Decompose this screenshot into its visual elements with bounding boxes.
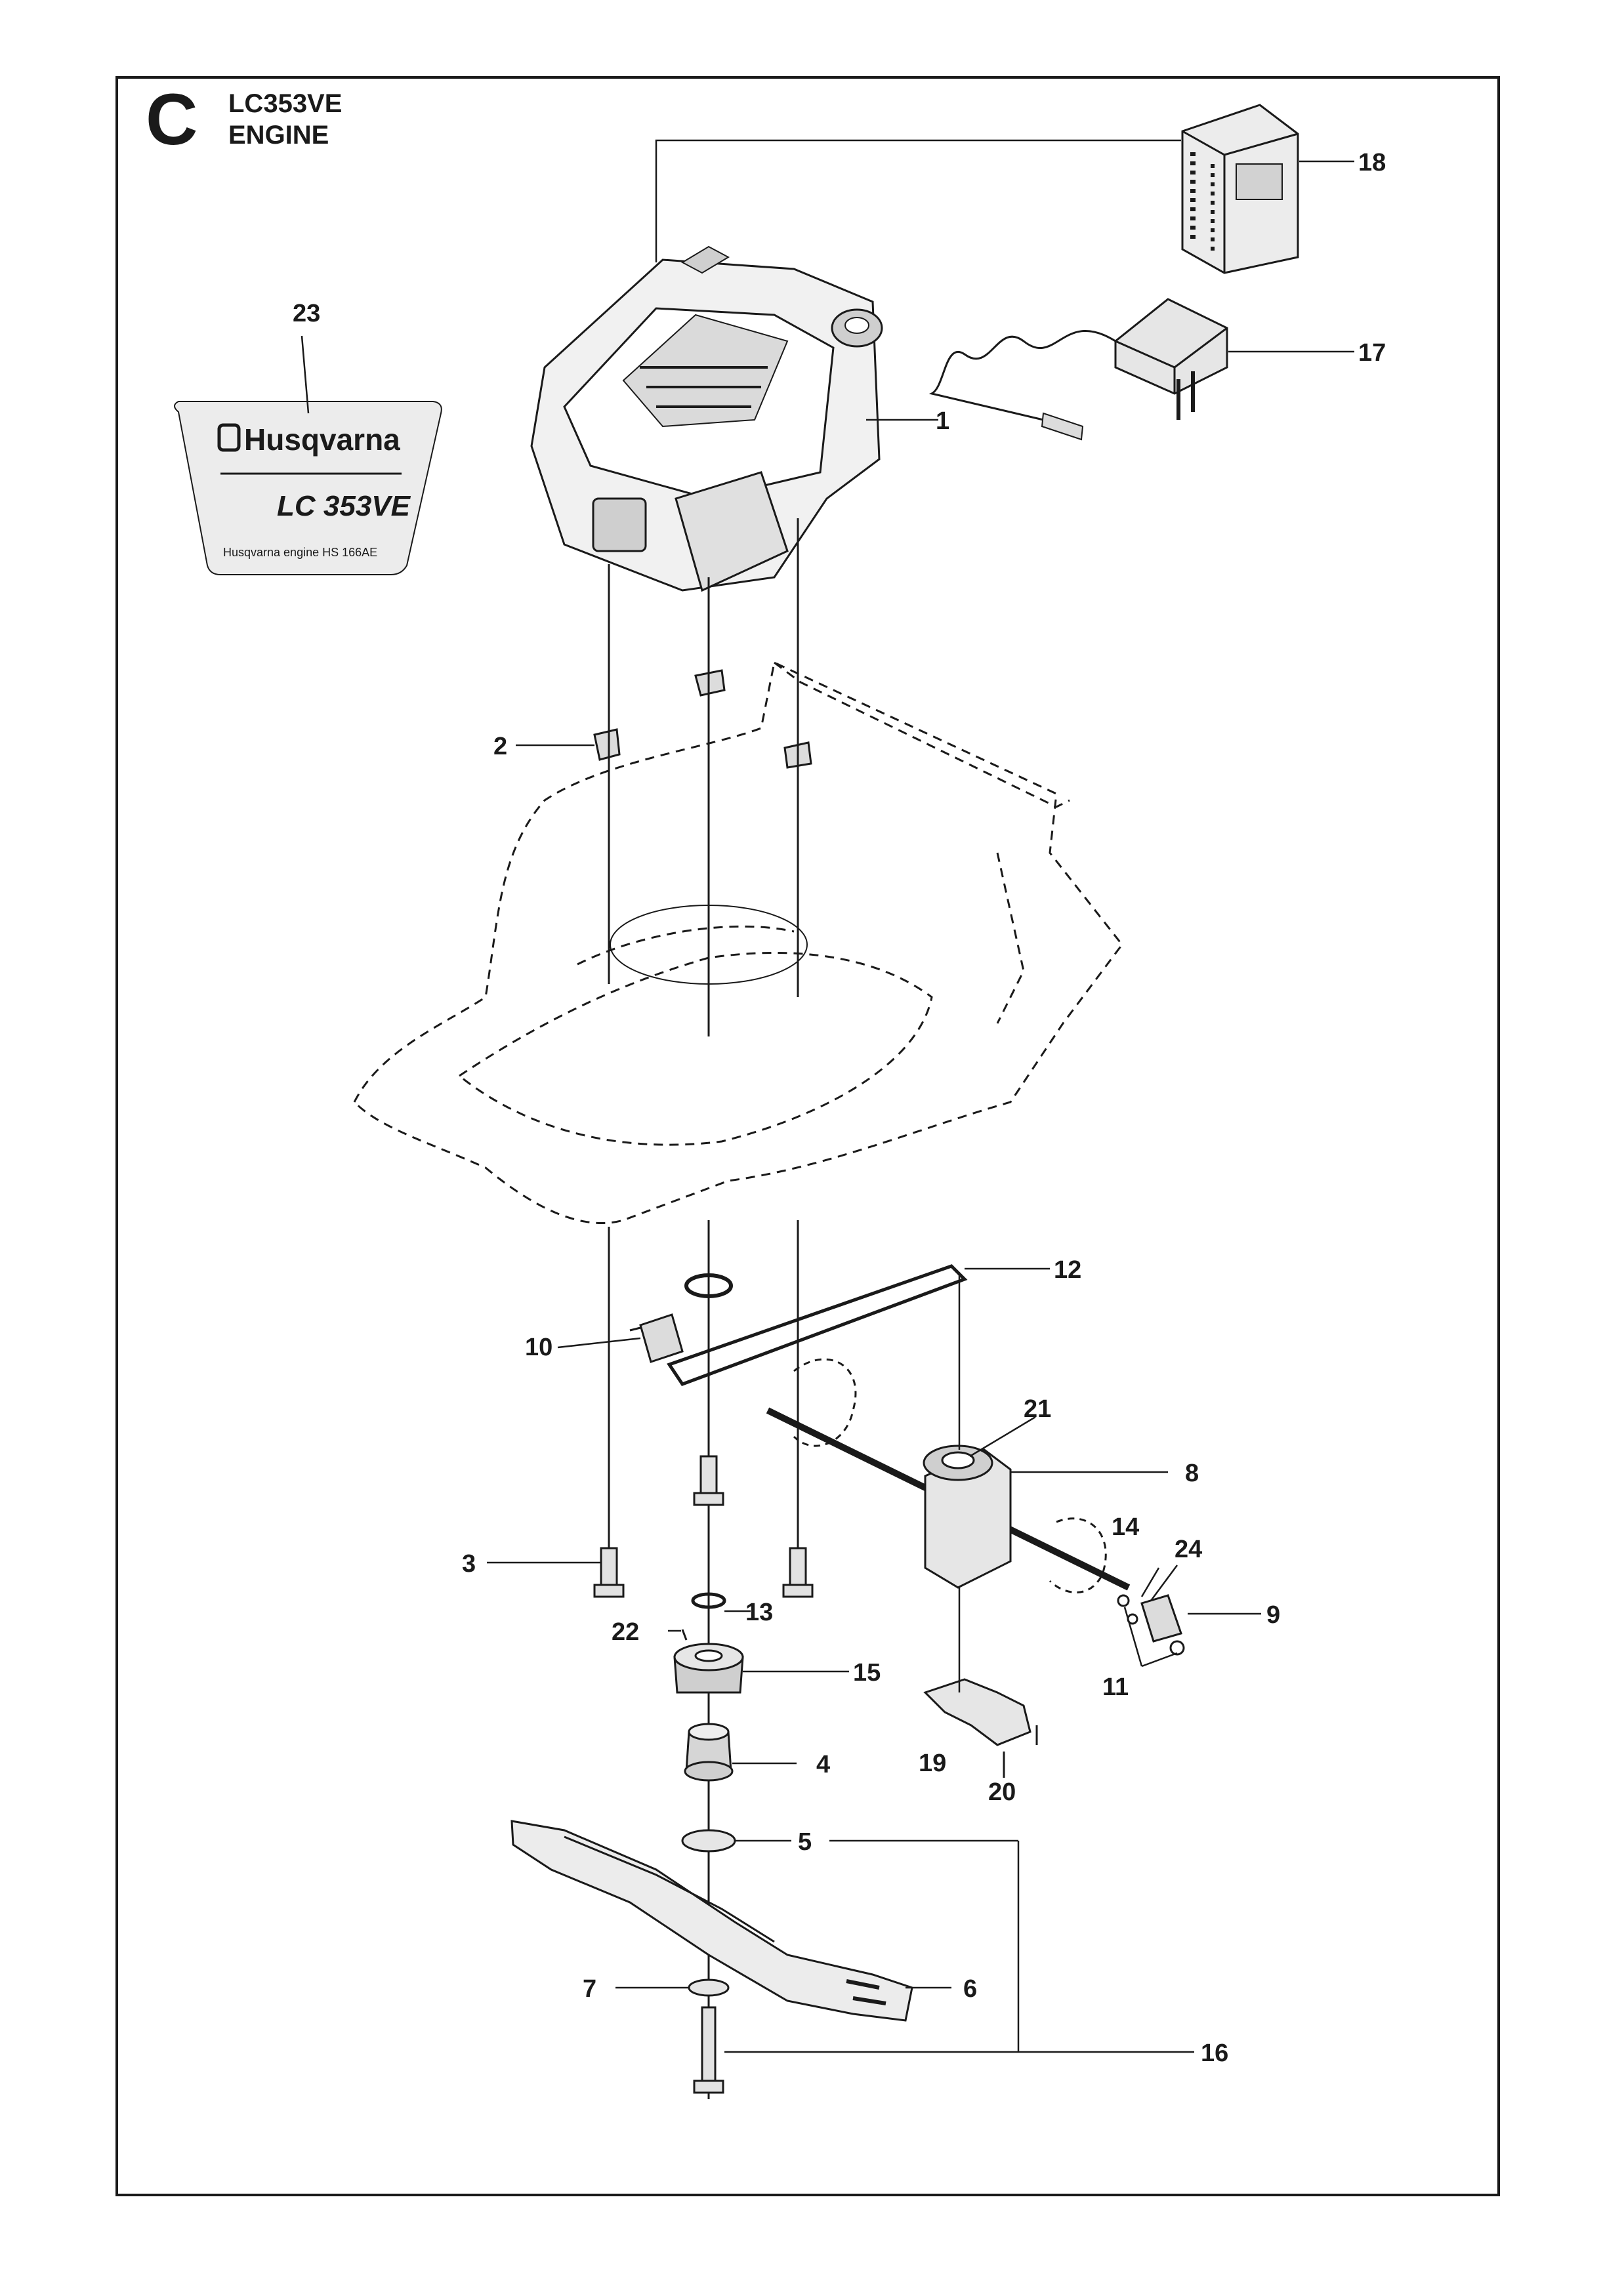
callout-3: 3 xyxy=(462,1550,476,1578)
pulley-10 xyxy=(629,1313,684,1363)
blade-bolt xyxy=(693,2006,724,2094)
callout-23: 23 xyxy=(293,300,320,327)
callout-6: 6 xyxy=(963,1975,977,2003)
belt-12 xyxy=(667,1264,968,1387)
callout-7: 7 xyxy=(583,1975,596,2003)
leader-lines xyxy=(301,139,1354,2053)
blade-6 xyxy=(510,1820,913,2022)
blade-adapter-15 xyxy=(673,1592,744,1694)
callout-16: 16 xyxy=(1201,2040,1228,2067)
o-ring xyxy=(684,1273,733,1298)
decal-23: Husqvarna LC 353VE Husqvarna engine HS 1… xyxy=(174,401,442,575)
page-frame xyxy=(115,76,1500,2196)
husqvarna-logo-icon xyxy=(217,423,241,452)
callout-21: 21 xyxy=(1024,1395,1051,1423)
decal-engine-text: Husqvarna engine HS 166AE xyxy=(223,546,377,559)
charger-17 xyxy=(928,298,1228,441)
callout-4: 4 xyxy=(816,1751,830,1778)
clip-2 xyxy=(593,669,812,769)
callout-10: 10 xyxy=(525,1334,552,1361)
pulley-9 xyxy=(1117,1594,1185,1656)
callout-11: 11 xyxy=(1102,1673,1129,1701)
callout-15: 15 xyxy=(853,1659,881,1687)
deck-outline xyxy=(353,661,1123,1224)
callout-9: 9 xyxy=(1266,1601,1280,1629)
callout-22: 22 xyxy=(612,1618,639,1646)
callout-5: 5 xyxy=(798,1828,812,1856)
callouts: 1 2 3 4 5 6 7 8 9 10 11 12 13 14 15 16 1… xyxy=(293,149,1386,2067)
model-title: LC353VE xyxy=(228,89,343,118)
section-letter: C xyxy=(146,79,198,160)
motor-housing-1 xyxy=(530,245,883,592)
callout-18: 18 xyxy=(1358,149,1386,176)
callout-2: 2 xyxy=(493,733,507,760)
bracket-19 xyxy=(923,1678,1038,1778)
bolts-3 xyxy=(593,1455,814,1598)
washer-7 xyxy=(688,1978,730,1997)
callout-24: 24 xyxy=(1175,1536,1202,1563)
callout-12: 12 xyxy=(1054,1256,1081,1284)
callout-17: 17 xyxy=(1358,339,1386,367)
callout-20: 20 xyxy=(988,1778,1016,1806)
battery-18 xyxy=(1181,104,1299,274)
washer-5 xyxy=(681,1829,736,1853)
callout-8: 8 xyxy=(1185,1460,1199,1487)
gearbox-8 xyxy=(766,1358,1131,1593)
callout-14: 14 xyxy=(1112,1513,1139,1541)
hub-4 xyxy=(684,1723,734,1782)
group-title: ENGINE xyxy=(228,121,329,150)
decal-model: LC 353VE xyxy=(277,490,411,522)
callout-13: 13 xyxy=(745,1599,773,1626)
callout-1: 1 xyxy=(936,407,949,435)
callout-19: 19 xyxy=(919,1750,946,1777)
decal-brand: Husqvarna xyxy=(244,422,400,457)
